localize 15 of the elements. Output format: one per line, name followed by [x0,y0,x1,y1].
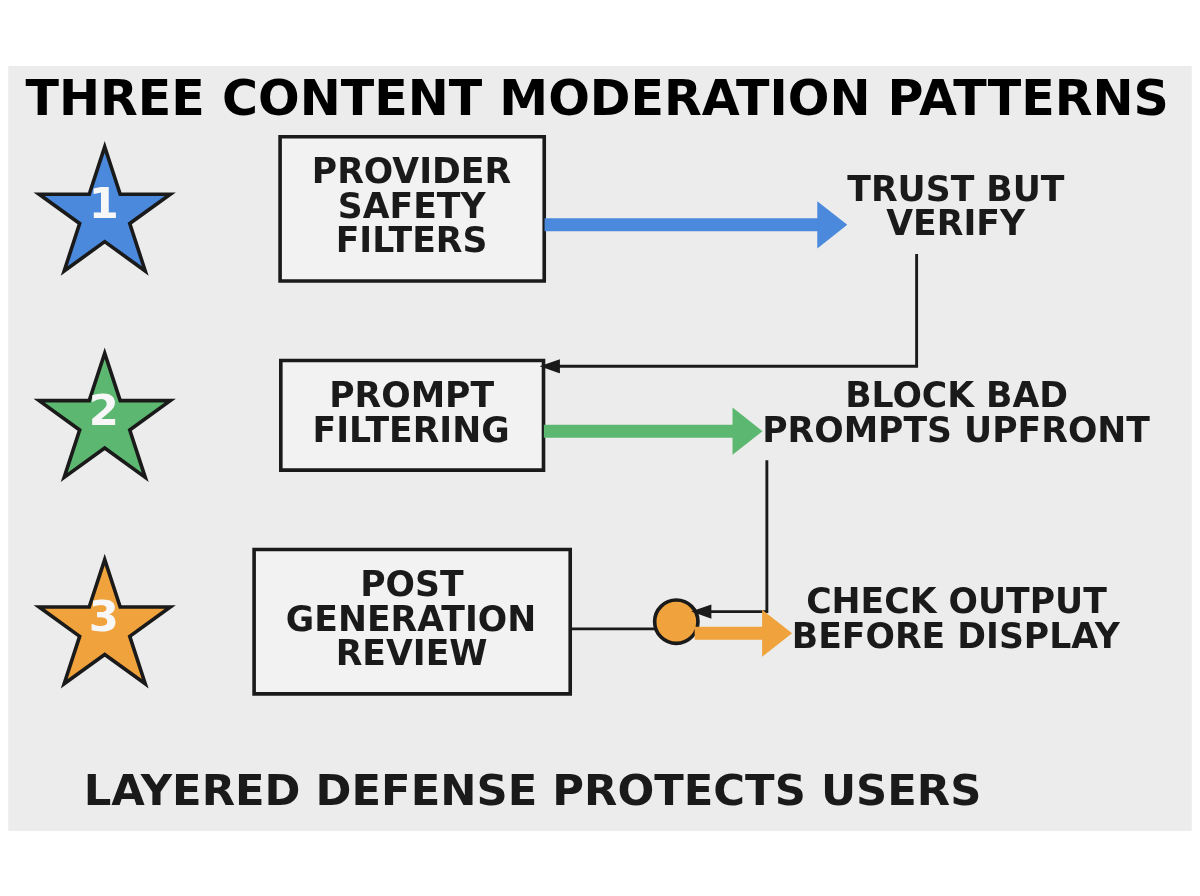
diagram-title: THREE CONTENT MODERATION PATTERNS [25,68,1169,127]
node-text: CHECK OUTPUT BEFORE DISPLAY [791,580,1120,656]
node-box: PROVIDER SAFETY FILTERS [278,134,547,283]
node-box: PROMPT FILTERING [279,358,546,472]
node-text: TRUST BUT VERIFY [847,168,1065,243]
caption: LAYERED DEFENSE PROTECTS USERS [83,764,982,815]
arrow [543,407,763,455]
arrow [694,609,793,657]
node-text: BLOCK BAD PROMPTS UPFRONT [762,374,1150,450]
node-circle [652,597,700,645]
arrow [544,200,848,248]
arrow [539,253,919,373]
arrow [691,459,769,619]
connector [570,626,656,630]
node-box: POST GENERATION REVIEW [252,547,572,696]
